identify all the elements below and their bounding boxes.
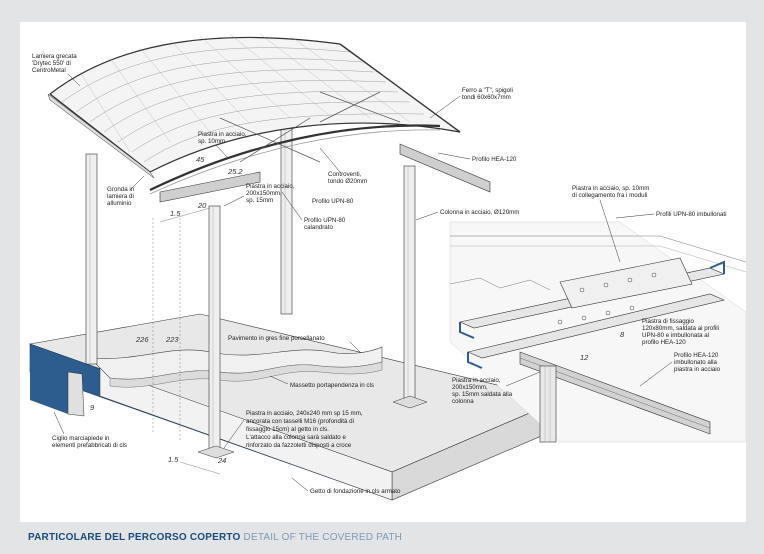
dim-45: 45 (196, 155, 205, 164)
dim-9: 9 (90, 403, 95, 412)
label-colonna: Colonna in acciaio, Ø120mm (440, 209, 519, 216)
label-profilo-upn-calandrato: Profilo UPN-80 calandrato (304, 217, 347, 231)
label-detail-piastra-fissaggio: Piastra di fissaggio 120x80mm, saldata a… (642, 318, 721, 346)
labels: Lamiera grecata 'Drytec 550' di CentroMe… (32, 53, 727, 495)
dim-223: 223 (165, 335, 179, 344)
label-ferro-t: Ferro a "T", spigoli tondi 60x60x7mm (462, 87, 515, 101)
detail-dim-8: 8 (620, 330, 625, 339)
dim-226: 226 (135, 335, 149, 344)
label-ciglio: Ciglio marciapiede in elementi prefabbri… (52, 435, 127, 449)
label-detail-profilo-hea: Profilo HEA-120 imbullonato alla piastra… (674, 352, 721, 373)
label-profilo-hea: Profilo HEA-120 (472, 156, 517, 163)
label-detail-piastra-200: Piastra in acciaio, 200x150mm, sp. 15mm … (452, 377, 514, 405)
label-piastra-200: Piastra in acciaio, 200x150mm, sp. 15mm (246, 183, 296, 204)
drawing-sheet: 45 25.2 1.5 20 226 223 9 1.5 24 (20, 22, 746, 522)
curb (30, 358, 85, 417)
connection-detail (449, 221, 746, 443)
dim-1-5-base: 1.5 (168, 455, 179, 464)
label-gronda: Gronda in lamiera di alluminio (107, 186, 136, 207)
label-massetto: Massetto portapendenza in cls (290, 382, 374, 389)
caption-english: DETAIL OF THE COVERED PATH (243, 532, 403, 543)
label-piastra-base: Piastra in acciaio, 240x240 mm sp 15 mm,… (246, 410, 364, 449)
figure-caption: PARTICOLARE DEL PERCORSO COPERTO DETAIL … (28, 532, 402, 543)
label-getto: Getto di fondazione in cls armato (310, 488, 401, 495)
label-detail-piastra-10: Piastra in acciaio, sp. 10mm di collegam… (572, 185, 651, 199)
dim-20: 20 (197, 201, 207, 210)
columns (85, 83, 428, 459)
label-controventi: Controventi, tondo Ø20mm (328, 171, 367, 185)
label-lamiera: Lamiera grecata 'Drytec 550' di CentroMe… (32, 53, 78, 74)
dim-24: 24 (217, 456, 226, 465)
label-profilo-upn: Profilo UPN-80 (312, 198, 354, 205)
label-piastra-top: Piastra in acciaio, sp. 10mm (198, 131, 248, 145)
detail-dim-12: 12 (580, 353, 589, 362)
label-detail-profili-upn: Profili UPN-80 imbullonati (656, 211, 727, 218)
caption-italian: PARTICOLARE DEL PERCORSO COPERTO (28, 532, 241, 543)
label-pavimento: Pavimento in gres fine porcellanato (228, 335, 325, 342)
dim-25-2: 25.2 (227, 167, 243, 176)
dimension-lines (152, 207, 221, 475)
covered-path-drawing: 45 25.2 1.5 20 226 223 9 1.5 24 (28, 33, 746, 501)
roof (47, 33, 491, 203)
dim-1-5-top: 1.5 (170, 209, 181, 218)
